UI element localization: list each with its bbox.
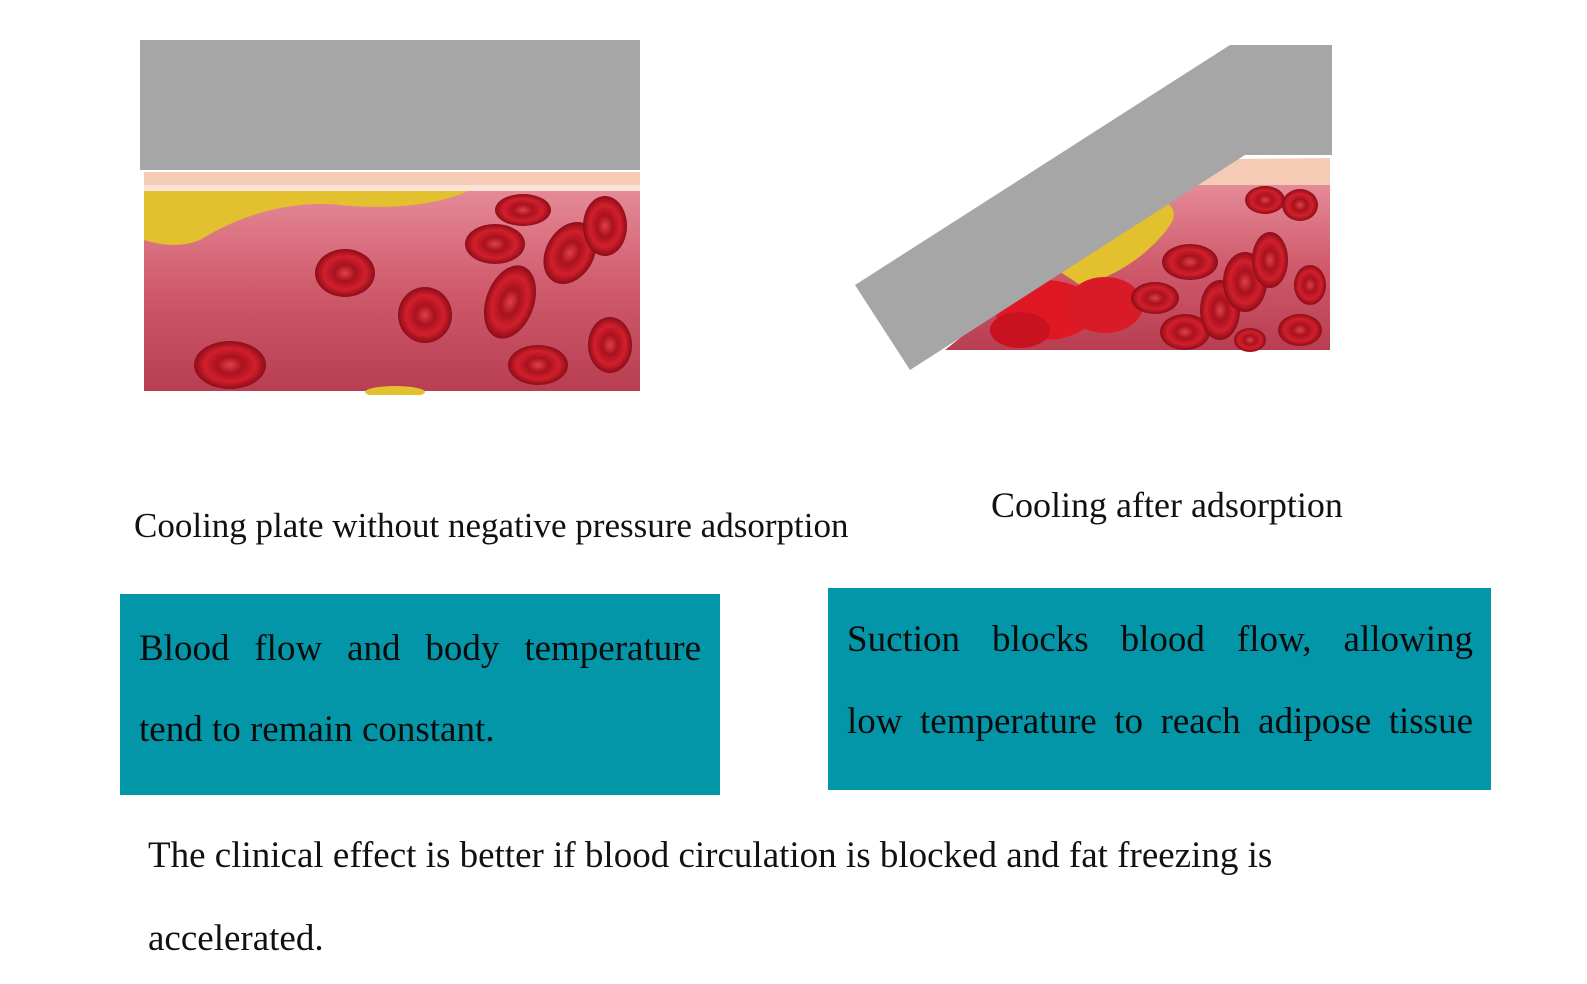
cooling-plate [140, 40, 640, 170]
left-box-line-2: tend to remain constant. [139, 709, 495, 750]
right-caption: Cooling after adsorption [991, 485, 1343, 525]
left-info-box: Blood flow and body temperature tend to … [120, 594, 720, 795]
fat-layer [144, 190, 470, 245]
conclusion-line-1: The clinical effect is better if blood c… [148, 835, 1273, 876]
conclusion-line-2: accelerated. [148, 918, 324, 959]
red-blood-cells [194, 194, 632, 389]
red-blood-cells [1131, 186, 1326, 352]
left-box-line-1: Blood flow and body temperature [139, 628, 701, 669]
angled-cooling-plate [855, 45, 1332, 370]
flat-cooling-plate-illustration [140, 40, 640, 395]
suction-cooling-illustration [855, 45, 1332, 370]
right-box-line-1: Suction blocks blood flow, allowing [847, 619, 1473, 660]
fat-blob [365, 386, 425, 395]
right-box-line-2: low temperature to reach adipose tissue [847, 701, 1473, 742]
right-info-box: Suction blocks blood flow, allowing low … [828, 588, 1491, 790]
fat-layer [1050, 200, 1174, 285]
left-caption: Cooling plate without negative pressure … [134, 506, 849, 545]
